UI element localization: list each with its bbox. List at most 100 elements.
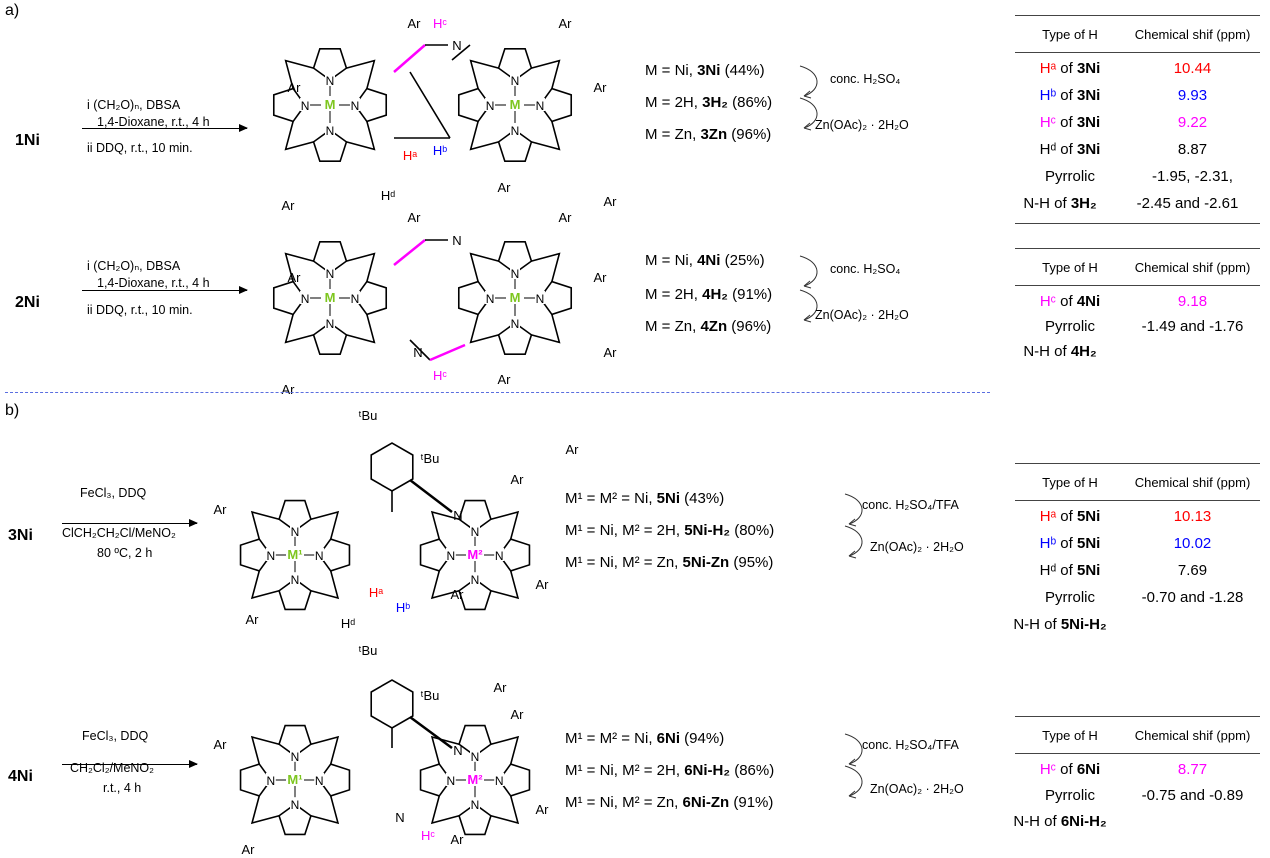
meso-bond: [310, 510, 340, 540]
shift-value: -0.70 and -1.28: [1141, 589, 1244, 606]
meso-bond: [531, 252, 561, 282]
proton-label: Hᵇ: [1039, 535, 1057, 552]
atom-bg: [494, 548, 505, 561]
header-shift: Chemical shif (ppm): [1134, 260, 1251, 275]
meso-bond: [284, 252, 314, 282]
compound-id: 3H₂: [1070, 195, 1097, 212]
panel-label-b: b): [5, 402, 20, 419]
curved-arrow: [799, 65, 818, 97]
product-entry: M = Zn, 4Zn (96%): [645, 318, 771, 335]
header-type: Type of H: [1042, 475, 1098, 490]
product-metal: M = 2H,: [645, 286, 703, 303]
arrow-head: [848, 550, 857, 559]
atom-bg: [470, 748, 480, 762]
product-metal: M = Zn,: [645, 318, 701, 335]
metal-center: M: [510, 97, 521, 112]
shift-value: 10.13: [1173, 508, 1212, 525]
nitrogen-atom: N: [486, 292, 495, 306]
atom-bg: [470, 797, 480, 811]
table-row-nh: Pyrrolic-1.95, -2.31,: [1010, 168, 1255, 185]
meso-bond: [430, 735, 460, 765]
reaction-condition: ClCH₂CH₂Cl/MeNO₂: [62, 526, 176, 540]
nitrogen-atom: N: [453, 508, 462, 523]
atom-bg: [300, 291, 311, 304]
aryl-group: Ar: [536, 802, 550, 817]
nitrogen-atom: N: [452, 38, 461, 53]
atom-bg: [470, 523, 480, 537]
metal-center: M²: [467, 772, 483, 787]
product-id: 4Zn: [700, 318, 728, 335]
of-text: of: [1056, 508, 1077, 525]
atom-bg: [265, 548, 276, 561]
product-entry: M¹ = Ni, M² = Zn, 6Ni-Zn (91%): [565, 794, 773, 811]
header-shift: Chemical shif (ppm): [1134, 27, 1251, 42]
metal-center: M¹: [287, 547, 302, 562]
atom-bg: [534, 98, 545, 111]
nitrogen-atom: N: [351, 99, 360, 113]
proton-hb: Hᵇ: [396, 600, 410, 615]
reaction-condition: CH₂Cl₂/MeNO₂: [70, 761, 155, 775]
table-row-nh-cont: N-H of 4H₂: [1000, 343, 1245, 360]
product-metal: M¹ = Ni, M² = Zn,: [565, 554, 683, 571]
proton-hc: Hᶜ: [433, 16, 447, 31]
nitrogen-atom: N: [446, 774, 455, 788]
aryl-group: Ar: [604, 194, 618, 209]
product-entry: M = 2H, 3H₂ (86%): [645, 94, 772, 111]
product-id: 5Ni: [656, 490, 681, 507]
meso-bond: [469, 252, 499, 282]
reaction-arrow: [62, 760, 198, 768]
meso-bond: [346, 59, 376, 89]
product-metal: M = Ni,: [645, 252, 698, 269]
product-entry: M¹ = Ni, M² = 2H, 5Ni-H₂ (80%): [565, 522, 774, 539]
shift-value: -1.49 and -1.76: [1141, 318, 1244, 335]
proton-hc: Hᶜ: [433, 368, 447, 383]
product-entry: M = Ni, 3Ni (44%): [645, 62, 765, 79]
product-entry: M¹ = Ni, M² = 2H, 6Ni-H₂ (86%): [565, 762, 774, 779]
arrow-head: [848, 518, 857, 527]
nitrogen-atom: N: [471, 798, 480, 812]
nitrogen-atom: N: [291, 525, 300, 539]
product-metal: M = 2H,: [645, 94, 703, 111]
meso-bond: [430, 795, 460, 825]
atom-bg: [290, 797, 300, 811]
atom-bg: [314, 773, 325, 786]
meso-bond: [346, 121, 376, 151]
reaction-condition: 1,4-Dioxane, r.t., 4 h: [97, 115, 210, 129]
nitrogen-atom: N: [315, 774, 324, 788]
shift-value-cont: [1120, 343, 1245, 360]
aryl-group: Ar: [494, 680, 508, 695]
nh-label: Pyrrolic: [1044, 318, 1095, 335]
product-yield: (80%): [730, 522, 775, 539]
meso-bond: [250, 570, 280, 600]
product-yield: (96%): [727, 318, 772, 335]
table-rule: [1015, 463, 1260, 464]
product-id: 6Ni: [656, 730, 681, 747]
arrow-head: [803, 314, 812, 323]
atom-bg: [290, 748, 300, 762]
nitrogen-atom: N: [395, 810, 404, 825]
shift-value: 8.87: [1177, 141, 1208, 158]
product-entry: M¹ = M² = Ni, 5Ni (43%): [565, 490, 724, 507]
of-text: of: [1056, 535, 1077, 552]
meso-bond: [310, 735, 340, 765]
meso-bond: [250, 735, 280, 765]
aryl-group: Ar: [559, 16, 573, 31]
tbu-group: ᵗBu: [359, 408, 378, 423]
product-metal: M¹ = Ni, M² = 2H,: [565, 522, 685, 539]
product-id: 3H₂: [702, 94, 728, 111]
meso-bond: [490, 510, 520, 540]
compound-id: 3Ni: [1076, 60, 1101, 77]
of-text: of: [1055, 114, 1077, 131]
shift-value-cont: -2.45 and -2.61: [1136, 195, 1239, 212]
reaction-arrow: [82, 124, 248, 132]
bond: [393, 239, 426, 266]
product-id: 4H₂: [702, 286, 728, 303]
bond: [409, 479, 453, 513]
of-text: N-H of: [1013, 616, 1061, 633]
product-yield: (94%): [680, 730, 725, 747]
meso-bond: [490, 570, 520, 600]
curved-arrow: [844, 525, 863, 557]
atom-bg: [470, 572, 480, 586]
